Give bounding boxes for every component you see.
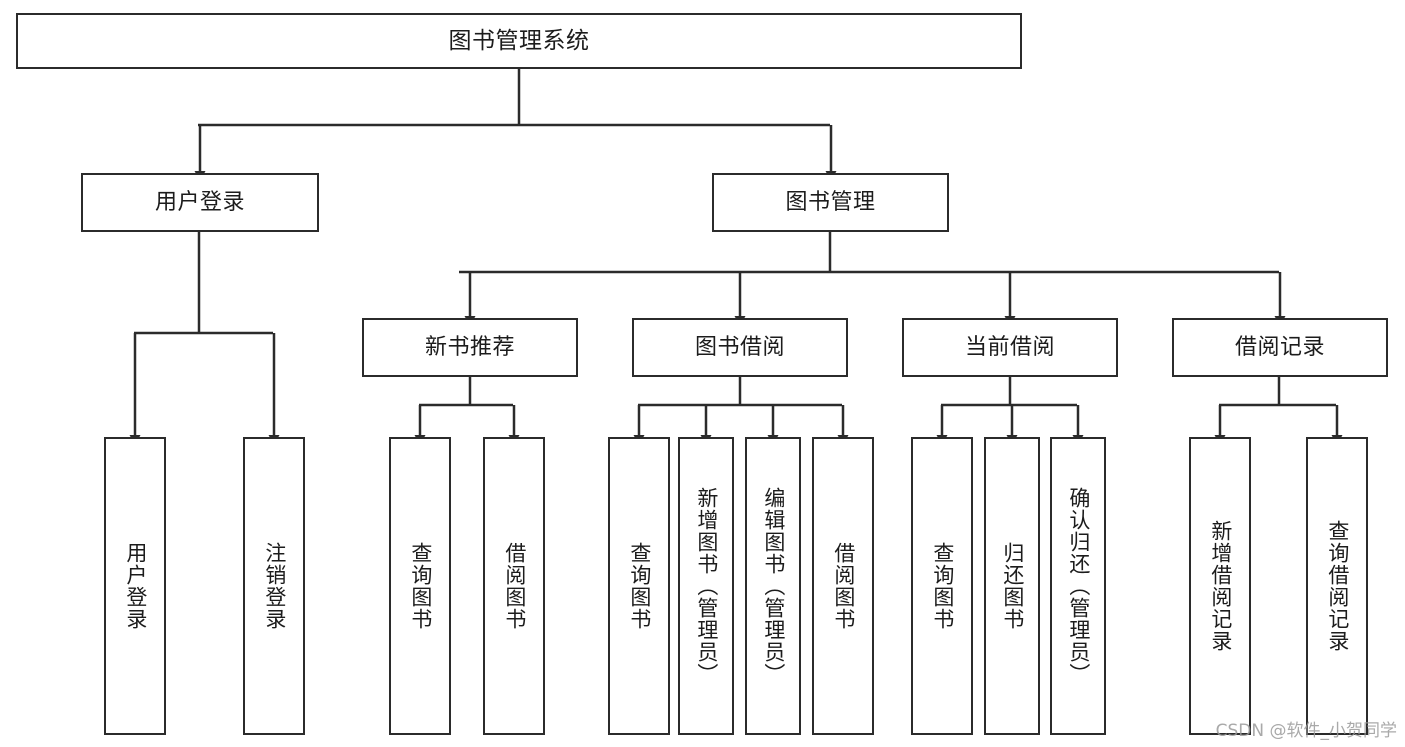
node-leaf-confirm-return-admin-label: 确认归还（管理员）: [1066, 487, 1091, 685]
node-leaf-query-book-recommend-label: 查询图书: [408, 542, 433, 630]
node-leaf-query-borrow-record[interactable]: 查询借阅记录: [1306, 437, 1368, 735]
node-book-manage-label: 图书管理: [785, 189, 876, 215]
node-leaf-add-borrow-record[interactable]: 新增借阅记录: [1189, 437, 1251, 735]
node-book-manage[interactable]: 图书管理: [712, 173, 949, 232]
node-leaf-confirm-return-admin[interactable]: 确认归还（管理员）: [1050, 437, 1106, 735]
node-leaf-return-book-label: 归还图书: [1000, 542, 1025, 630]
node-leaf-query-book-borrow-label: 查询图书: [627, 542, 652, 630]
node-leaf-edit-book-admin-label: 编辑图书（管理员）: [761, 487, 786, 685]
node-leaf-query-book-recommend[interactable]: 查询图书: [389, 437, 451, 735]
connector-group: [129, 69, 1343, 445]
node-leaf-edit-book-admin[interactable]: 编辑图书（管理员）: [745, 437, 801, 735]
node-current-borrow[interactable]: 当前借阅: [902, 318, 1118, 377]
node-leaf-add-borrow-record-label: 新增借阅记录: [1208, 520, 1233, 652]
node-borrow-record[interactable]: 借阅记录: [1172, 318, 1388, 377]
node-book-borrow[interactable]: 图书借阅: [632, 318, 848, 377]
node-leaf-user-logout[interactable]: 注销登录: [243, 437, 305, 735]
node-leaf-query-book-current[interactable]: 查询图书: [911, 437, 973, 735]
node-new-book-recommend-label: 新书推荐: [424, 334, 515, 360]
node-leaf-borrow-book-recommend-label: 借阅图书: [502, 542, 527, 630]
node-leaf-borrow-book-borrow-label: 借阅图书: [831, 542, 856, 630]
node-leaf-borrow-book-borrow[interactable]: 借阅图书: [812, 437, 874, 735]
node-leaf-return-book[interactable]: 归还图书: [984, 437, 1040, 735]
node-new-book-recommend[interactable]: 新书推荐: [362, 318, 578, 377]
node-user-login[interactable]: 用户登录: [81, 173, 319, 232]
node-borrow-record-label: 借阅记录: [1234, 334, 1325, 360]
node-leaf-query-borrow-record-label: 查询借阅记录: [1325, 520, 1350, 652]
node-leaf-user-login-label: 用户登录: [123, 542, 148, 630]
node-leaf-query-book-current-label: 查询图书: [930, 542, 955, 630]
node-leaf-borrow-book-recommend[interactable]: 借阅图书: [483, 437, 545, 735]
node-root-label: 图书管理系统: [448, 27, 590, 54]
node-leaf-add-book-admin[interactable]: 新增图书（管理员）: [678, 437, 734, 735]
node-leaf-query-book-borrow[interactable]: 查询图书: [608, 437, 670, 735]
node-root[interactable]: 图书管理系统: [16, 13, 1022, 69]
node-leaf-add-book-admin-label: 新增图书（管理员）: [694, 487, 719, 685]
node-user-login-label: 用户登录: [154, 189, 245, 215]
node-current-borrow-label: 当前借阅: [964, 334, 1055, 360]
node-leaf-user-logout-label: 注销登录: [262, 542, 287, 630]
node-book-borrow-label: 图书借阅: [694, 334, 785, 360]
node-leaf-user-login[interactable]: 用户登录: [104, 437, 166, 735]
